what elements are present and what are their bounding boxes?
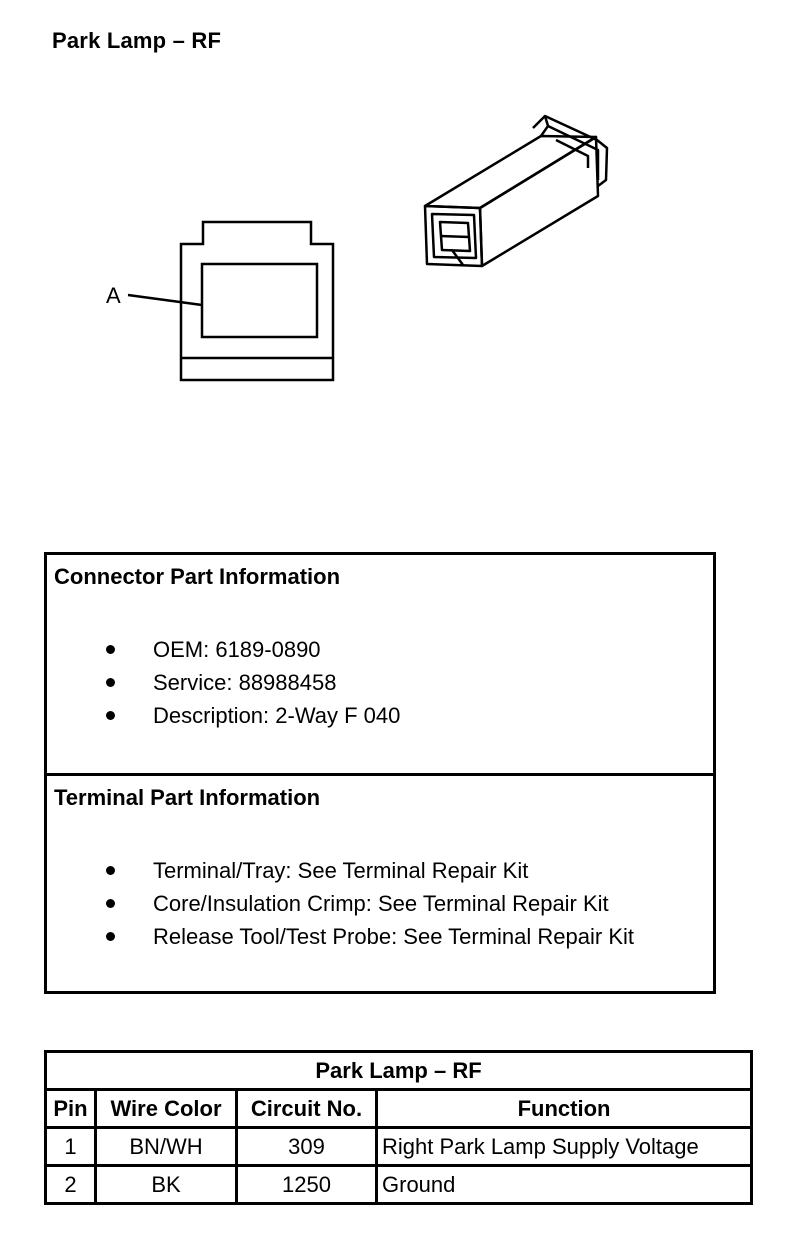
callout-label-a: A [106,283,121,308]
cell-pin: 2 [44,1164,97,1205]
column-header-circuit-no: Circuit No. [235,1088,378,1129]
terminal-info-list: Terminal/Tray: See Terminal Repair Kit C… [47,854,634,953]
list-item: OEM: 6189-0890 [47,633,400,666]
list-item: Terminal/Tray: See Terminal Repair Kit [47,854,634,887]
list-item: Core/Insulation Crimp: See Terminal Repa… [47,887,634,920]
terminal-part-information: Terminal Part Information Terminal/Tray:… [47,776,713,991]
column-header-function: Function [374,1088,754,1129]
column-header-pin: Pin [44,1088,97,1129]
page-title: Park Lamp – RF [52,28,222,53]
cell-circuit-no: 1250 [235,1164,378,1205]
table-title-row: Park Lamp – RF [43,1050,754,1091]
connector-face-view [127,220,335,382]
table-row: 2 BK 1250 Ground [44,1164,754,1205]
cell-circuit-no: 309 [235,1126,378,1167]
cell-function: Ground [374,1164,754,1205]
connector-info-list: OEM: 6189-0890 Service: 88988458 Descrip… [47,633,400,732]
terminal-info-title: Terminal Part Information [54,785,321,810]
connector-info-title: Connector Part Information [54,564,341,589]
pin-table: Park Lamp – RF Pin Wire Color Circuit No… [43,1050,754,1205]
cell-wire-color: BN/WH [94,1126,238,1167]
column-header-wire-color: Wire Color [94,1088,238,1129]
cell-wire-color: BK [94,1164,238,1205]
part-information-box: Connector Part Information OEM: 6189-089… [44,552,716,994]
list-item: Description: 2-Way F 040 [47,699,400,732]
cell-function: Right Park Lamp Supply Voltage [374,1126,754,1167]
table-title: Park Lamp – RF [43,1050,754,1091]
list-item: Release Tool/Test Probe: See Terminal Re… [47,920,634,953]
table-row: 1 BN/WH 309 Right Park Lamp Supply Volta… [44,1126,754,1167]
list-item: Service: 88988458 [47,666,400,699]
connector-part-information: Connector Part Information OEM: 6189-089… [47,555,713,776]
table-header-row: Pin Wire Color Circuit No. Function [44,1088,754,1129]
connector-drawing: A [106,114,609,382]
cell-pin: 1 [44,1126,97,1167]
connector-isometric-view [423,114,609,268]
